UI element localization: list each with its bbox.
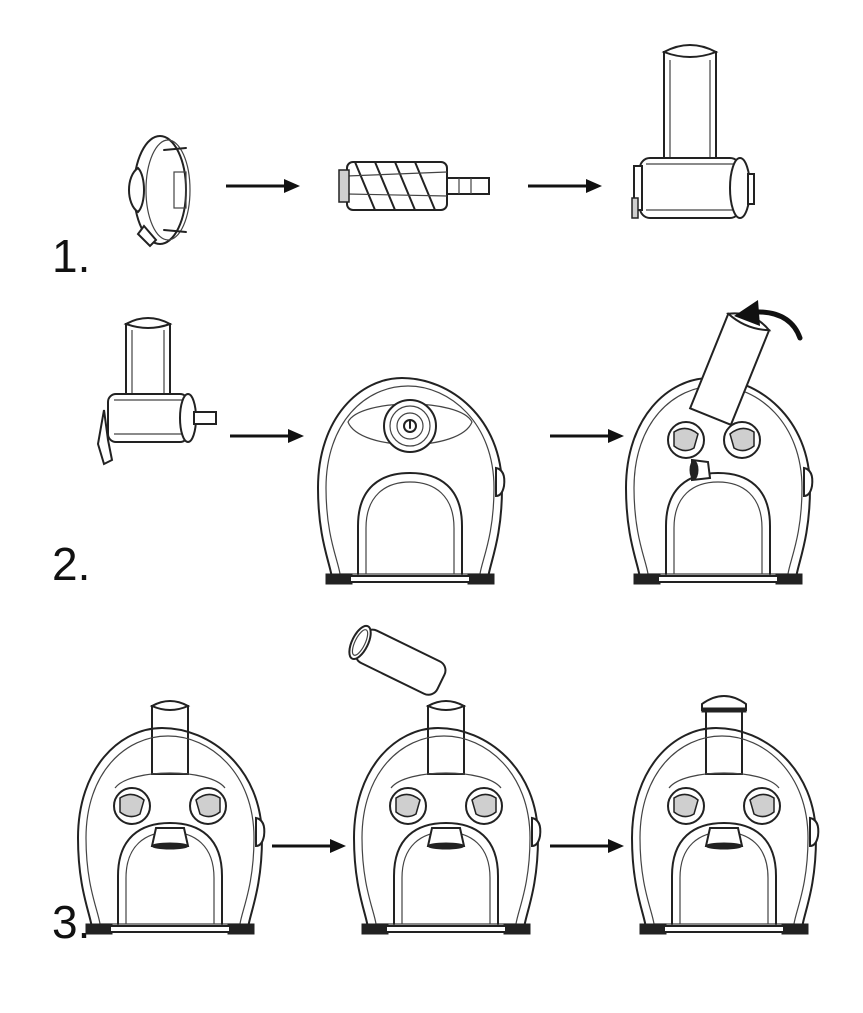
feed-chute-assembly xyxy=(632,45,754,218)
machine-with-tilted-chute xyxy=(626,308,812,584)
machine-pusher-inserted xyxy=(632,696,818,934)
end-cap-part xyxy=(129,136,190,246)
machine-base xyxy=(318,378,504,584)
arrow-3a xyxy=(272,839,346,853)
machine-assembled xyxy=(78,701,264,934)
grating-drum xyxy=(339,162,489,210)
machine-pusher-ready xyxy=(354,701,540,934)
arrow-2b xyxy=(550,429,624,443)
arrow-1b xyxy=(528,179,602,193)
arrow-3b xyxy=(550,839,624,853)
feed-chute-assembly-small xyxy=(98,318,216,464)
step-3-number: 3. xyxy=(52,896,90,948)
step-2-number: 2. xyxy=(52,538,90,590)
pusher-insert xyxy=(345,623,449,698)
arrow-2a xyxy=(230,429,304,443)
arrow-1a xyxy=(226,179,300,193)
step-1-number: 1. xyxy=(52,230,90,282)
